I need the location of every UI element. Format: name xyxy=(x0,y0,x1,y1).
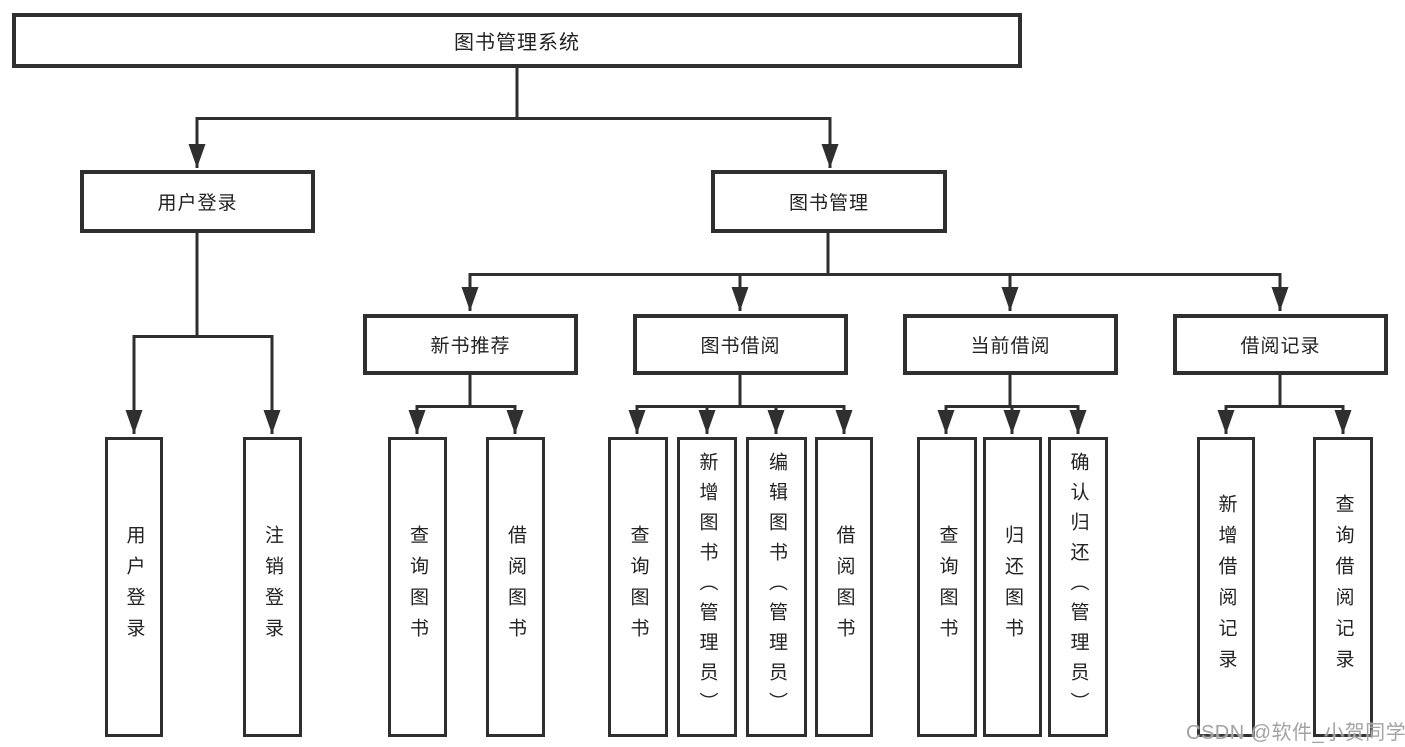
node-leaf-add-borrow-record: 新增借阅记录 xyxy=(1197,437,1255,737)
node-label: 当前借阅 xyxy=(970,336,1051,357)
node-leaf-confirm-return-admin: 确认归还（管理员） xyxy=(1048,437,1108,737)
connector-book-mgmt-children xyxy=(461,233,1289,311)
connector-borrow-records-children xyxy=(1217,375,1352,434)
node-leaf-query-books-2: 查询图书 xyxy=(608,437,668,737)
node-label: 借阅记录 xyxy=(1240,336,1321,357)
node-label: 借阅图书 xyxy=(833,525,855,649)
connector-book-borrow-children xyxy=(628,375,853,434)
node-label: 编辑图书（管理员） xyxy=(766,452,787,722)
node-label: 查询图书 xyxy=(407,525,428,649)
node-leaf-borrow-books-2: 借阅图书 xyxy=(815,437,873,737)
node-book-borrowing: 图书借阅 xyxy=(633,314,848,375)
node-label: 新增图书（管理员） xyxy=(696,452,718,722)
node-user-login: 用户登录 xyxy=(80,170,315,233)
node-label: 查询图书 xyxy=(627,525,649,649)
node-current-borrowing: 当前借阅 xyxy=(903,314,1118,375)
connector-current-borrow-children xyxy=(937,375,1087,434)
node-label: 图书管理系统 xyxy=(454,32,580,54)
node-leaf-user-login: 用户登录 xyxy=(105,437,163,737)
connector-new-book-rec-children xyxy=(408,375,524,434)
node-label: 查询图书 xyxy=(936,525,958,649)
node-library-management-system: 图书管理系统 xyxy=(12,13,1022,68)
node-leaf-edit-books-admin: 编辑图书（管理员） xyxy=(746,437,807,737)
node-label: 确认归还（管理员） xyxy=(1067,452,1089,722)
node-label: 注销登录 xyxy=(262,525,283,649)
node-label: 用户登录 xyxy=(123,525,145,649)
node-new-book-recommend: 新书推荐 xyxy=(363,314,578,375)
node-label: 用户登录 xyxy=(157,193,238,214)
node-leaf-borrow-books-1: 借阅图书 xyxy=(486,437,545,737)
node-label: 查询借阅记录 xyxy=(1332,494,1354,680)
node-leaf-add-books-admin: 新增图书（管理员） xyxy=(677,437,737,737)
node-label: 借阅图书 xyxy=(505,525,526,649)
node-leaf-query-books-3: 查询图书 xyxy=(917,437,977,737)
node-leaf-query-books-1: 查询图书 xyxy=(388,437,447,737)
node-label: 归还图书 xyxy=(1002,525,1023,649)
connector-user-login-children xyxy=(125,233,281,434)
node-label: 新书推荐 xyxy=(430,336,511,357)
node-leaf-logout: 注销登录 xyxy=(243,437,302,737)
csdn-watermark: CSDN @软件_小贺同学 xyxy=(1186,722,1405,744)
node-label: 图书管理 xyxy=(788,193,869,214)
node-leaf-return-books: 归还图书 xyxy=(983,437,1042,737)
connector-root-to-level2 xyxy=(188,68,839,168)
node-label: 图书借阅 xyxy=(700,336,781,357)
node-label: 新增借阅记录 xyxy=(1215,494,1237,680)
node-borrowing-records: 借阅记录 xyxy=(1173,314,1388,375)
node-leaf-query-borrow-record: 查询借阅记录 xyxy=(1313,437,1373,737)
node-book-management: 图书管理 xyxy=(711,170,947,233)
